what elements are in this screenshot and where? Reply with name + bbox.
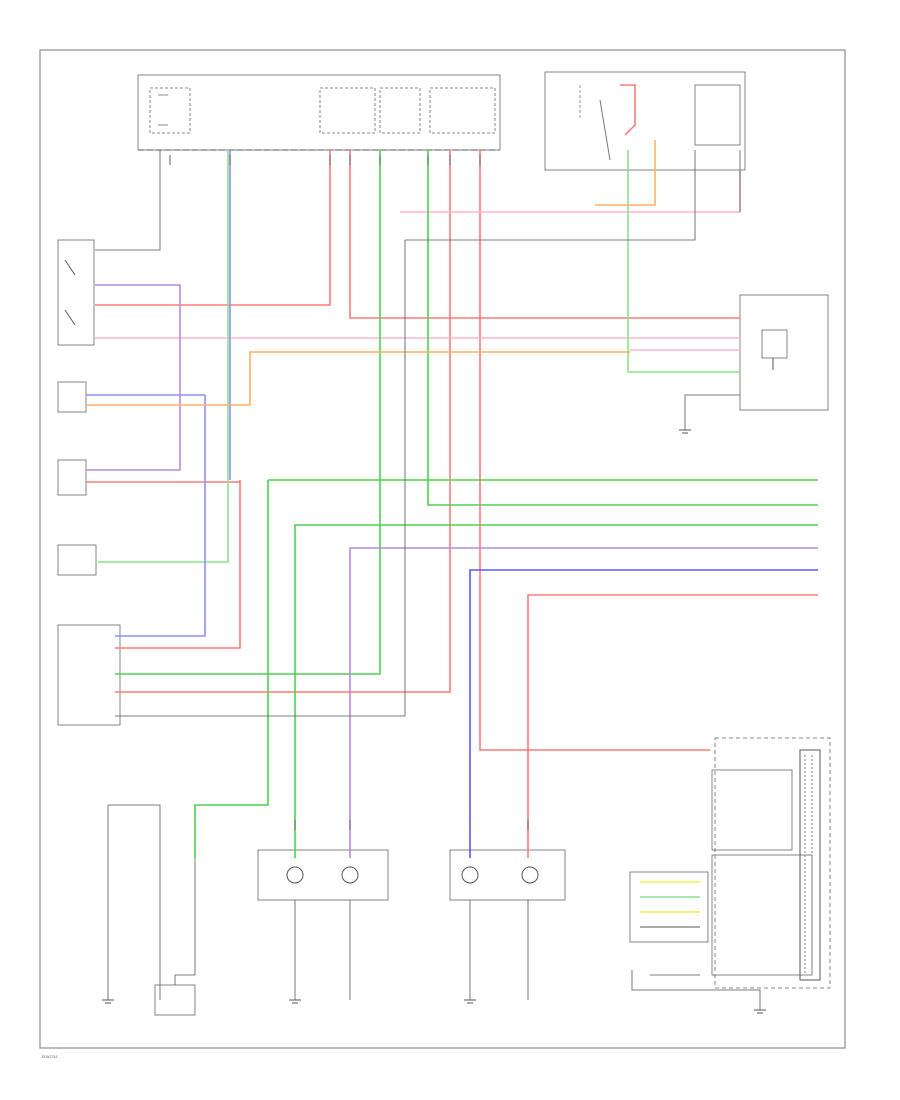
fuse-block-2 bbox=[319, 87, 376, 134]
ground-connector bbox=[57, 544, 97, 576]
wire-green bbox=[115, 150, 818, 858]
wire-pink bbox=[95, 170, 741, 351]
relay-panel bbox=[544, 71, 746, 171]
cluster-leads bbox=[631, 881, 761, 1010]
cluster-connector-block bbox=[629, 871, 709, 943]
wire-red bbox=[86, 84, 818, 858]
left-front-turn-lamp bbox=[257, 849, 389, 901]
fuse-block-4 bbox=[429, 87, 496, 134]
wire-purple bbox=[86, 284, 818, 858]
wire-orange bbox=[86, 140, 656, 406]
fuse-block-1 bbox=[149, 87, 191, 134]
side-turn-lamp bbox=[154, 984, 196, 1016]
instrument-cluster bbox=[711, 737, 831, 989]
light-sensor bbox=[57, 381, 87, 413]
body-control-module bbox=[57, 624, 121, 726]
connector-ticks bbox=[169, 155, 529, 830]
ground-symbols bbox=[102, 429, 766, 1014]
fuse-block-3 bbox=[379, 87, 421, 134]
wire-light-blue bbox=[86, 150, 231, 637]
wire-light-green bbox=[98, 150, 740, 563]
footer-tag: ELW2741 bbox=[42, 1055, 58, 1059]
hazard-switch bbox=[57, 239, 95, 346]
turn-signal-switch bbox=[57, 459, 87, 496]
wire-blue bbox=[469, 569, 818, 858]
fuse-panel bbox=[137, 74, 501, 151]
flasher-relay bbox=[739, 294, 829, 411]
right-front-turn-lamp bbox=[449, 849, 566, 901]
wire-black bbox=[95, 150, 741, 1000]
diagram-border bbox=[39, 49, 846, 1049]
